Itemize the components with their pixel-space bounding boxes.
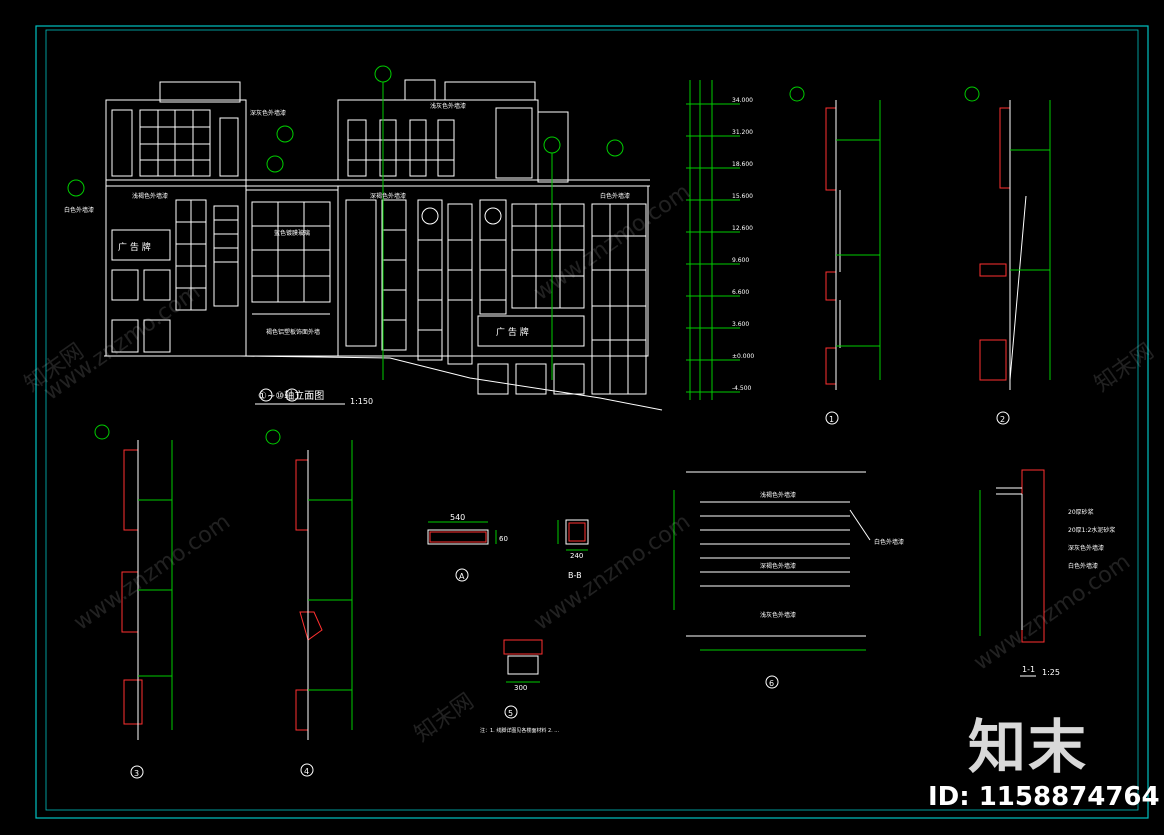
detail-11-note-2: 20厚1:2水泥砂浆 (1068, 526, 1115, 534)
brand-logo: 知末 (968, 713, 1089, 781)
detail-5-drawing (503, 639, 543, 683)
level-mark-label: 34.000 (732, 97, 753, 104)
detail-11-scale: 1:25 (1042, 668, 1060, 677)
section-3-label: 3 (134, 769, 139, 778)
paint-label-3: 白色外墙漆 (600, 192, 630, 200)
section-2-bubble (996, 411, 1010, 425)
level-mark-label: 9.600 (732, 257, 749, 264)
detail-a-label: A (459, 572, 465, 581)
panel-label-3: 浅灰色外墙漆 (760, 611, 796, 619)
left-note-label: 白色外墙漆 (64, 206, 94, 214)
section-4-bubble (300, 763, 314, 777)
section-1-drawing (789, 86, 881, 390)
section-2-drawing (964, 86, 1051, 390)
detail-11-note-4: 白色外墙漆 (1068, 562, 1098, 570)
section-3-drawing (94, 424, 173, 740)
detail-6-drawing (673, 471, 871, 651)
level-mark-label: 3.600 (732, 321, 749, 328)
detail-bb-drawing (557, 519, 589, 551)
outer-frame (35, 25, 1149, 819)
detail-11-drawing (979, 469, 1045, 643)
elevation-scale: 1:150 (350, 397, 373, 406)
detail-11-label: 1-1 (1022, 665, 1035, 674)
section-2-label: 2 (1000, 415, 1005, 424)
section-1-label: 1 (829, 415, 834, 424)
paint-label-4: 深灰色外墙漆 (250, 109, 286, 117)
id-text: ID: 1158874764 (928, 782, 1160, 812)
section-4-label: 4 (304, 767, 309, 776)
panel-callout: 白色外墙漆 (874, 538, 904, 546)
axis-bubbles (67, 65, 624, 380)
bottom-note-label: 褐色铝塑板饰面外墙 (266, 328, 320, 336)
level-mark-label: 15.600 (732, 193, 753, 200)
detail-a-bubble (455, 568, 469, 582)
glass-label: 蓝色镀膜玻璃 (274, 229, 310, 237)
title-bubble-2 (285, 388, 299, 402)
detail-5-dim: 300 (514, 684, 527, 692)
section-4-drawing (265, 429, 353, 740)
detail-11-note-1: 20厚砂浆 (1068, 508, 1094, 516)
level-dim-strip (689, 80, 713, 400)
detail-6-bubble (765, 675, 779, 689)
paint-label-1: 浅褐色外墙漆 (132, 192, 168, 200)
elevation-title: ①~⑩轴立面图 (258, 389, 324, 402)
paint-label-5: 浅灰色外墙漆 (430, 102, 466, 110)
panel-label-1: 浅褐色外墙漆 (760, 491, 796, 499)
level-mark-label: 12.600 (732, 225, 753, 232)
detail-11-note-3: 深灰色外墙漆 (1068, 544, 1104, 552)
detail-a-dim: 540 (450, 513, 465, 522)
notes-line: 注：1. 线脚详图见各楼面材料 2. ... (480, 727, 559, 734)
detail-a-side: 60 (499, 535, 508, 543)
level-mark-label: ±0.000 (732, 353, 754, 360)
ad-label-left: 广 告 牌 (118, 241, 151, 253)
section-3-bubble (130, 765, 144, 779)
detail-6-label: 6 (769, 679, 774, 688)
panel-label-2: 深褐色外墙漆 (760, 562, 796, 570)
detail-a-drawing (427, 521, 497, 545)
level-mark-label: -4.500 (732, 385, 752, 392)
level-mark-label: 6.600 (732, 289, 749, 296)
detail-5-bubble (504, 705, 518, 719)
level-mark-label: 18.600 (732, 161, 753, 168)
level-mark-label: 31.200 (732, 129, 753, 136)
ad-label-right: 广 告 牌 (496, 326, 529, 338)
paint-label-2: 深褐色外墙漆 (370, 192, 406, 200)
detail-bb-label: B-B (568, 571, 582, 580)
detail-5-label: 5 (508, 709, 513, 718)
level-marks: 34.000 31.200 18.600 15.600 12.600 9.600 6.600… (686, 97, 754, 393)
inner-frame (45, 29, 1139, 811)
detail-bb-dim: 240 (570, 552, 583, 560)
section-1-bubble (825, 411, 839, 425)
elevation-drawing (104, 79, 663, 411)
title-bubble-1 (259, 388, 273, 402)
